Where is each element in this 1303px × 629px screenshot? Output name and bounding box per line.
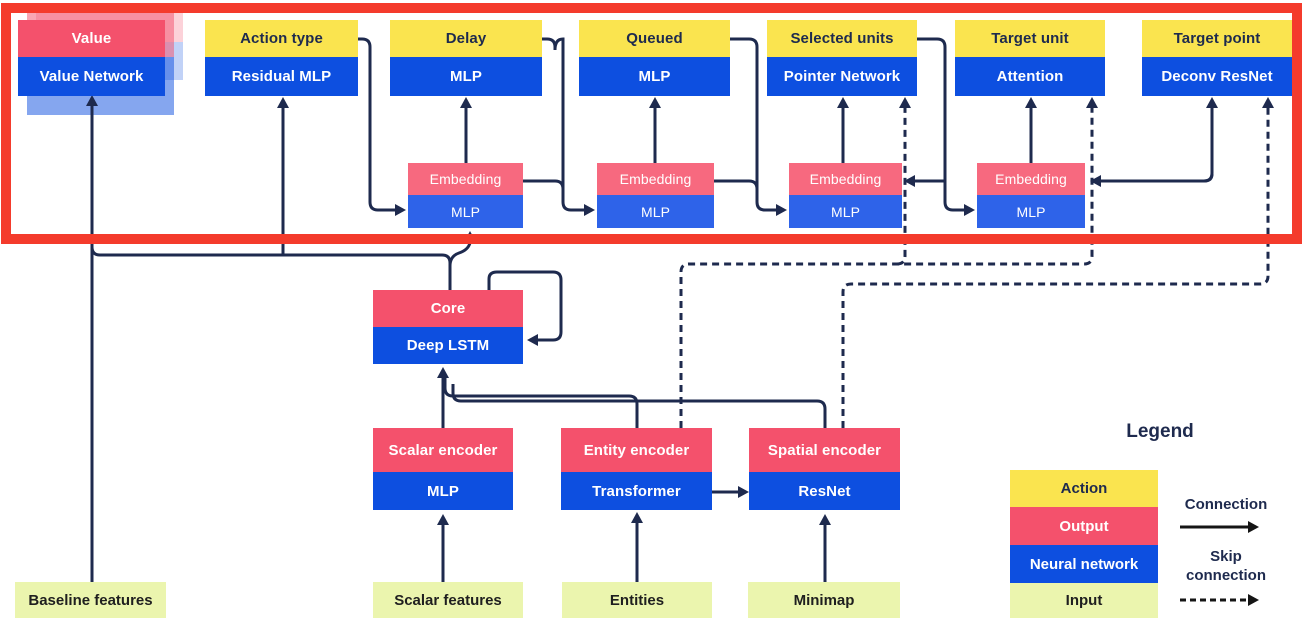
transformer-label: Transformer (561, 472, 712, 510)
legend-swatch-action: Action (1010, 470, 1158, 507)
node-embedding-3: Embedding MLP (789, 163, 902, 228)
node-value: Value Value Network (18, 20, 165, 96)
embedding-mlp-label: MLP (408, 195, 523, 228)
node-selected-units: Selected units Pointer Network (767, 20, 917, 96)
embedding-mlp-label: MLP (977, 195, 1085, 228)
value-output-label: Value (18, 20, 165, 57)
node-embedding-4: Embedding MLP (977, 163, 1085, 228)
embedding-mlp-label: MLP (789, 195, 902, 228)
queued-label: Queued (579, 20, 730, 57)
input-minimap: Minimap (748, 582, 900, 618)
delay-mlp-label: MLP (390, 57, 542, 96)
embedding-mlp-label: MLP (597, 195, 714, 228)
target-point-label: Target point (1142, 20, 1292, 57)
action-type-label: Action type (205, 20, 358, 57)
scalar-mlp-label: MLP (373, 472, 513, 510)
legend-swatch-neural-network: Neural network (1010, 545, 1158, 583)
deep-lstm-label: Deep LSTM (373, 327, 523, 364)
legend-title: Legend (1126, 421, 1194, 442)
input-scalar-features: Scalar features (373, 582, 523, 618)
legend-swatch-input: Input (1010, 583, 1158, 618)
node-embedding-1: Embedding MLP (408, 163, 523, 228)
delay-label: Delay (390, 20, 542, 57)
legend-connection-label: Connection (1184, 496, 1268, 513)
core-label: Core (373, 290, 523, 327)
entity-encoder-label: Entity encoder (561, 428, 712, 472)
node-embedding-2: Embedding MLP (597, 163, 714, 228)
embedding-label: Embedding (408, 163, 523, 195)
embedding-label: Embedding (597, 163, 714, 195)
pointer-network-label: Pointer Network (767, 57, 917, 96)
queued-mlp-label: MLP (579, 57, 730, 96)
input-baseline-features: Baseline features (15, 582, 166, 618)
legend-swatch-output: Output (1010, 507, 1158, 545)
value-network-label: Value Network (18, 57, 165, 96)
spatial-encoder-label: Spatial encoder (749, 428, 900, 472)
embedding-label: Embedding (977, 163, 1085, 195)
deconv-resnet-label: Deconv ResNet (1142, 57, 1292, 96)
node-target-unit: Target unit Attention (955, 20, 1105, 96)
node-delay: Delay MLP (390, 20, 542, 96)
embedding-label: Embedding (789, 163, 902, 195)
resnet-label: ResNet (749, 472, 900, 510)
residual-mlp-label: Residual MLP (205, 57, 358, 96)
input-entities: Entities (562, 582, 712, 618)
node-entity-encoder: Entity encoder Transformer (561, 428, 712, 510)
legend-skip-connection-label: Skip connection (1185, 548, 1266, 584)
selected-units-label: Selected units (767, 20, 917, 57)
target-unit-label: Target unit (955, 20, 1105, 57)
node-core: Core Deep LSTM (373, 290, 523, 364)
node-queued: Queued MLP (579, 20, 730, 96)
node-action-type: Action type Residual MLP (205, 20, 358, 96)
scalar-encoder-label: Scalar encoder (373, 428, 513, 472)
node-target-point: Target point Deconv ResNet (1142, 20, 1292, 96)
attention-label: Attention (955, 57, 1105, 96)
node-spatial-encoder: Spatial encoder ResNet (749, 428, 900, 510)
node-scalar-encoder: Scalar encoder MLP (373, 428, 513, 510)
